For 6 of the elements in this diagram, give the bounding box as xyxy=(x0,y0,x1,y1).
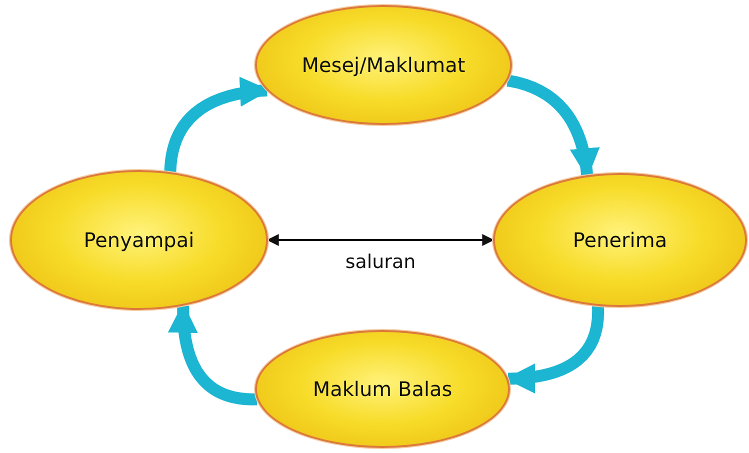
node-label: Penyampai xyxy=(84,228,194,252)
arrow xyxy=(164,78,270,173)
node-label: Maklum Balas xyxy=(312,377,452,401)
node-label: Mesej/Maklumat xyxy=(302,53,466,77)
arrow xyxy=(266,234,494,246)
node-label: Penerima xyxy=(572,228,668,252)
